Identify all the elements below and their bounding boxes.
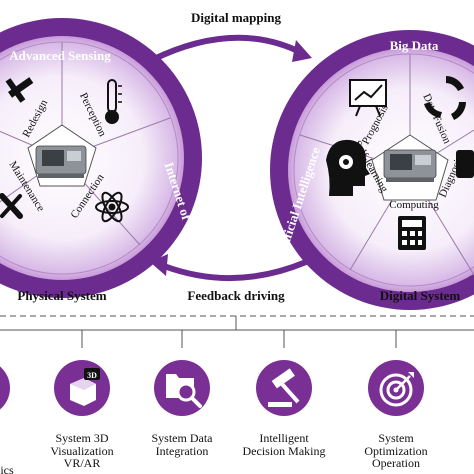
target-icon xyxy=(368,360,424,416)
wrench-ruler-icon xyxy=(5,77,34,103)
digital-rim-top-label: Big Data xyxy=(390,38,439,53)
app-label-decision-line2: Decision Making xyxy=(242,443,326,458)
app-label-3d-line2: Visualization xyxy=(50,443,114,458)
calculator-icon xyxy=(398,216,426,250)
app-label-partial: ics xyxy=(0,464,14,474)
app-label-3d-line3: VR/AR xyxy=(63,456,101,471)
digital-system-circle: Big Data Artificial Intelligence Prognos… xyxy=(270,30,474,310)
gavel-icon xyxy=(256,360,312,416)
digital-mapping-arrow xyxy=(150,34,312,63)
tools-icon xyxy=(0,193,23,219)
tree-connector xyxy=(0,315,474,348)
digital-mapping-label: Digital mapping xyxy=(191,10,281,25)
physical-rim-top-label: Advanced Sensing xyxy=(9,48,111,63)
cnc-machine-icon-digital xyxy=(383,149,437,182)
svg-text:3D: 3D xyxy=(87,371,97,380)
folder-search-icon xyxy=(154,360,210,416)
cube-3d-icon: 3D xyxy=(54,360,110,416)
thermometer-icon xyxy=(105,79,122,124)
app-label-partial-text: ics xyxy=(0,463,14,474)
chart-board-icon xyxy=(349,79,387,117)
app-label-opt-line3: Operation xyxy=(372,456,420,471)
digital-system-title: Digital System xyxy=(380,288,461,303)
physical-system-circle: Advanced Sensing Internet of Things Rede… xyxy=(0,18,207,298)
app-label-3d-visualization: System 3D Visualization VR/AR xyxy=(32,432,132,470)
app-label-decision-making: Intelligent Decision Making xyxy=(228,432,340,457)
cnc-machine-icon xyxy=(35,145,87,178)
diagnosis-icon xyxy=(456,150,474,178)
app-label-opt-line2: Optimization xyxy=(364,443,428,458)
segment-computing: Computing xyxy=(389,199,439,211)
app-label-optimization: System Optimization Operation xyxy=(346,432,446,470)
app-label-data-line2: Integration xyxy=(155,443,209,458)
app-label-opt-line1: System xyxy=(378,431,414,445)
app-icon-partial xyxy=(0,366,10,410)
app-label-data-line1: System Data xyxy=(151,431,213,445)
app-label-3d-line1: System 3D xyxy=(55,431,109,445)
app-label-decision-line1: Intelligent xyxy=(259,431,309,445)
physical-system-title: Physical System xyxy=(17,288,106,303)
atom-icon xyxy=(95,191,129,223)
cycle-arrows-icon xyxy=(424,76,466,120)
app-label-data-integration: System Data Integration xyxy=(132,432,232,457)
feedback-driving-arrow xyxy=(150,254,308,282)
feedback-driving-label: Feedback driving xyxy=(187,288,285,303)
gear-head-icon xyxy=(326,139,370,196)
